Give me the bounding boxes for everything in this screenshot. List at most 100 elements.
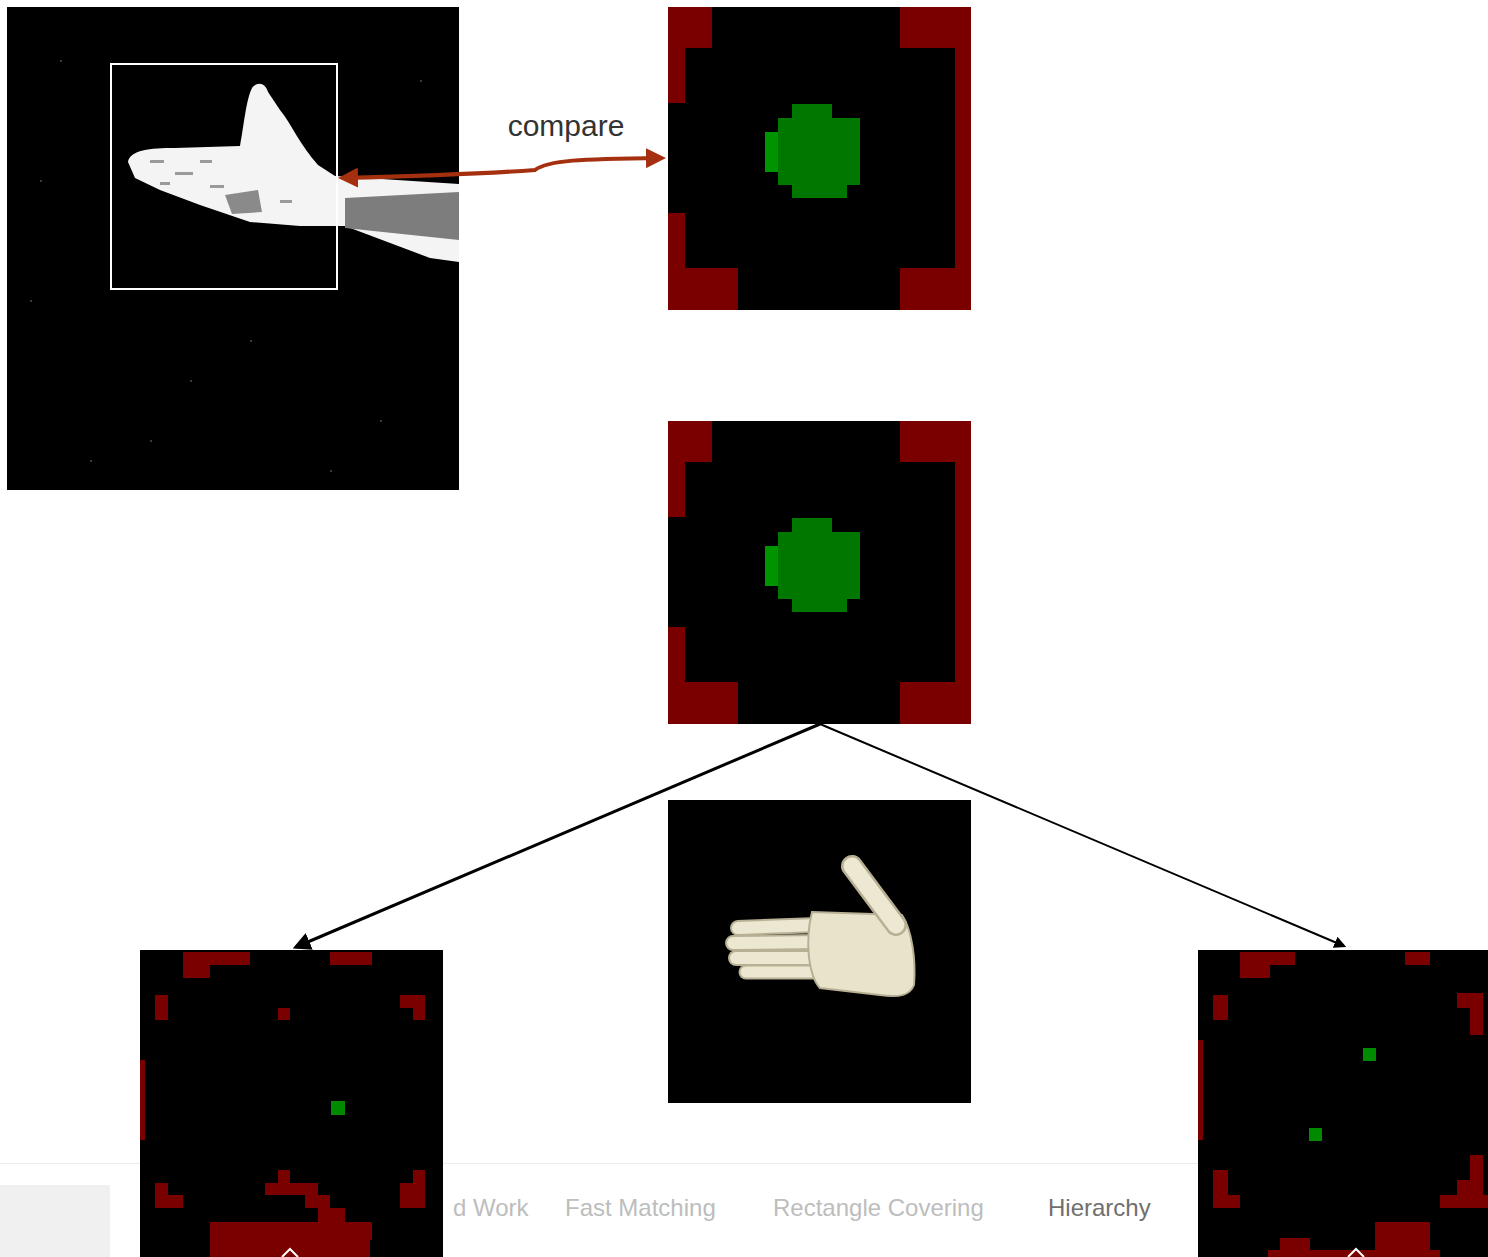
template-grid bbox=[1228, 1195, 1240, 1208]
template-grid bbox=[1363, 1048, 1376, 1061]
template-grid bbox=[900, 682, 971, 724]
template-grid bbox=[1198, 1040, 1203, 1140]
template-grid bbox=[210, 1222, 372, 1240]
template-grid bbox=[668, 421, 971, 724]
hand-photo bbox=[420, 80, 422, 82]
template-grid bbox=[778, 518, 860, 612]
template-grid bbox=[1375, 1222, 1430, 1250]
template-grid bbox=[413, 1008, 425, 1020]
template-grid bbox=[765, 132, 778, 172]
hand-photo bbox=[200, 160, 212, 163]
hand-model bbox=[733, 942, 818, 943]
hand-model bbox=[736, 950, 815, 966]
template-grid bbox=[1457, 1180, 1483, 1195]
template-grid bbox=[413, 1170, 425, 1183]
template-grid bbox=[955, 462, 971, 682]
template-grid bbox=[1213, 995, 1228, 1020]
hand-photo bbox=[225, 190, 262, 214]
template-grid bbox=[792, 104, 832, 118]
hand-photo bbox=[7, 7, 459, 490]
template-grid bbox=[668, 48, 685, 103]
template-grid bbox=[778, 532, 860, 599]
hand-model bbox=[738, 925, 818, 928]
template-grid bbox=[1405, 952, 1430, 965]
template-grid bbox=[400, 1183, 425, 1208]
hand-photo bbox=[7, 7, 459, 490]
hand-model bbox=[733, 942, 818, 943]
template-grid bbox=[1470, 1155, 1483, 1180]
nav-item-active: Hierarchy bbox=[1048, 1194, 1151, 1223]
hand-photo bbox=[90, 460, 92, 462]
template-grid bbox=[900, 421, 971, 462]
nav-item: Rectangle Covering bbox=[773, 1194, 984, 1223]
hand-photo bbox=[160, 182, 170, 185]
hand-model bbox=[668, 800, 971, 1103]
template-grid bbox=[778, 104, 860, 198]
nav-bar bbox=[0, 1185, 110, 1257]
template-grid bbox=[792, 518, 832, 532]
hand-model bbox=[852, 866, 896, 925]
template-grid bbox=[1198, 950, 1488, 1257]
template-grid bbox=[900, 7, 971, 48]
template-grid bbox=[155, 1183, 168, 1208]
template-grid bbox=[1213, 1170, 1228, 1208]
template-grid bbox=[278, 1008, 290, 1020]
template-grid bbox=[1198, 950, 1488, 1257]
template-grid bbox=[668, 7, 971, 310]
hand-photo bbox=[111, 64, 337, 289]
template-grid bbox=[140, 950, 443, 1257]
hand-photo bbox=[190, 380, 192, 382]
template-grid bbox=[778, 118, 860, 185]
nav-item: d Work bbox=[453, 1194, 529, 1223]
template-grid bbox=[305, 1195, 330, 1208]
template-grid bbox=[900, 268, 971, 310]
template-grid bbox=[1457, 993, 1483, 1008]
template-grid bbox=[955, 48, 971, 268]
template-grid bbox=[1268, 1250, 1440, 1257]
hand-photo bbox=[150, 440, 152, 442]
template-grid bbox=[668, 421, 971, 724]
template-grid bbox=[765, 546, 778, 586]
template-grid bbox=[183, 952, 250, 965]
hand-photo bbox=[150, 160, 292, 203]
template-grid bbox=[668, 421, 712, 462]
hand-model bbox=[738, 925, 818, 928]
hand-photo bbox=[128, 84, 459, 262]
template-grid bbox=[1240, 965, 1270, 978]
caret bbox=[1348, 1249, 1364, 1257]
compare-arrow bbox=[342, 158, 662, 178]
hand-photo bbox=[380, 420, 382, 422]
template-grid bbox=[330, 952, 372, 965]
template-grid bbox=[1280, 1238, 1310, 1250]
template-grid bbox=[792, 185, 847, 198]
template-grid bbox=[140, 952, 425, 1257]
hand-model bbox=[852, 866, 896, 925]
template-grid bbox=[140, 950, 443, 1257]
template-grid bbox=[668, 462, 685, 517]
template-grid bbox=[668, 7, 971, 310]
hand-photo bbox=[60, 60, 62, 62]
template-grid bbox=[210, 1240, 370, 1257]
template-grid bbox=[155, 995, 168, 1020]
template-grid bbox=[1309, 1128, 1322, 1141]
hand-photo bbox=[175, 172, 193, 175]
arrow-label: compare bbox=[508, 108, 625, 144]
template-grid bbox=[318, 1208, 345, 1222]
hand-photo bbox=[40, 180, 42, 182]
template-grid bbox=[331, 1101, 345, 1115]
hand-photo bbox=[210, 185, 224, 188]
template-grid bbox=[668, 268, 738, 310]
template-grid bbox=[140, 1060, 145, 1140]
template-grid bbox=[168, 1195, 183, 1208]
template-grid bbox=[668, 7, 971, 310]
hand-model bbox=[736, 952, 815, 964]
template-grid bbox=[278, 1170, 290, 1183]
hand-photo bbox=[30, 300, 32, 302]
hand-model bbox=[746, 965, 815, 980]
hand-model bbox=[733, 925, 818, 972]
template-grid bbox=[1198, 952, 1488, 1257]
hand-photo bbox=[330, 470, 332, 472]
template-grid bbox=[668, 7, 712, 48]
